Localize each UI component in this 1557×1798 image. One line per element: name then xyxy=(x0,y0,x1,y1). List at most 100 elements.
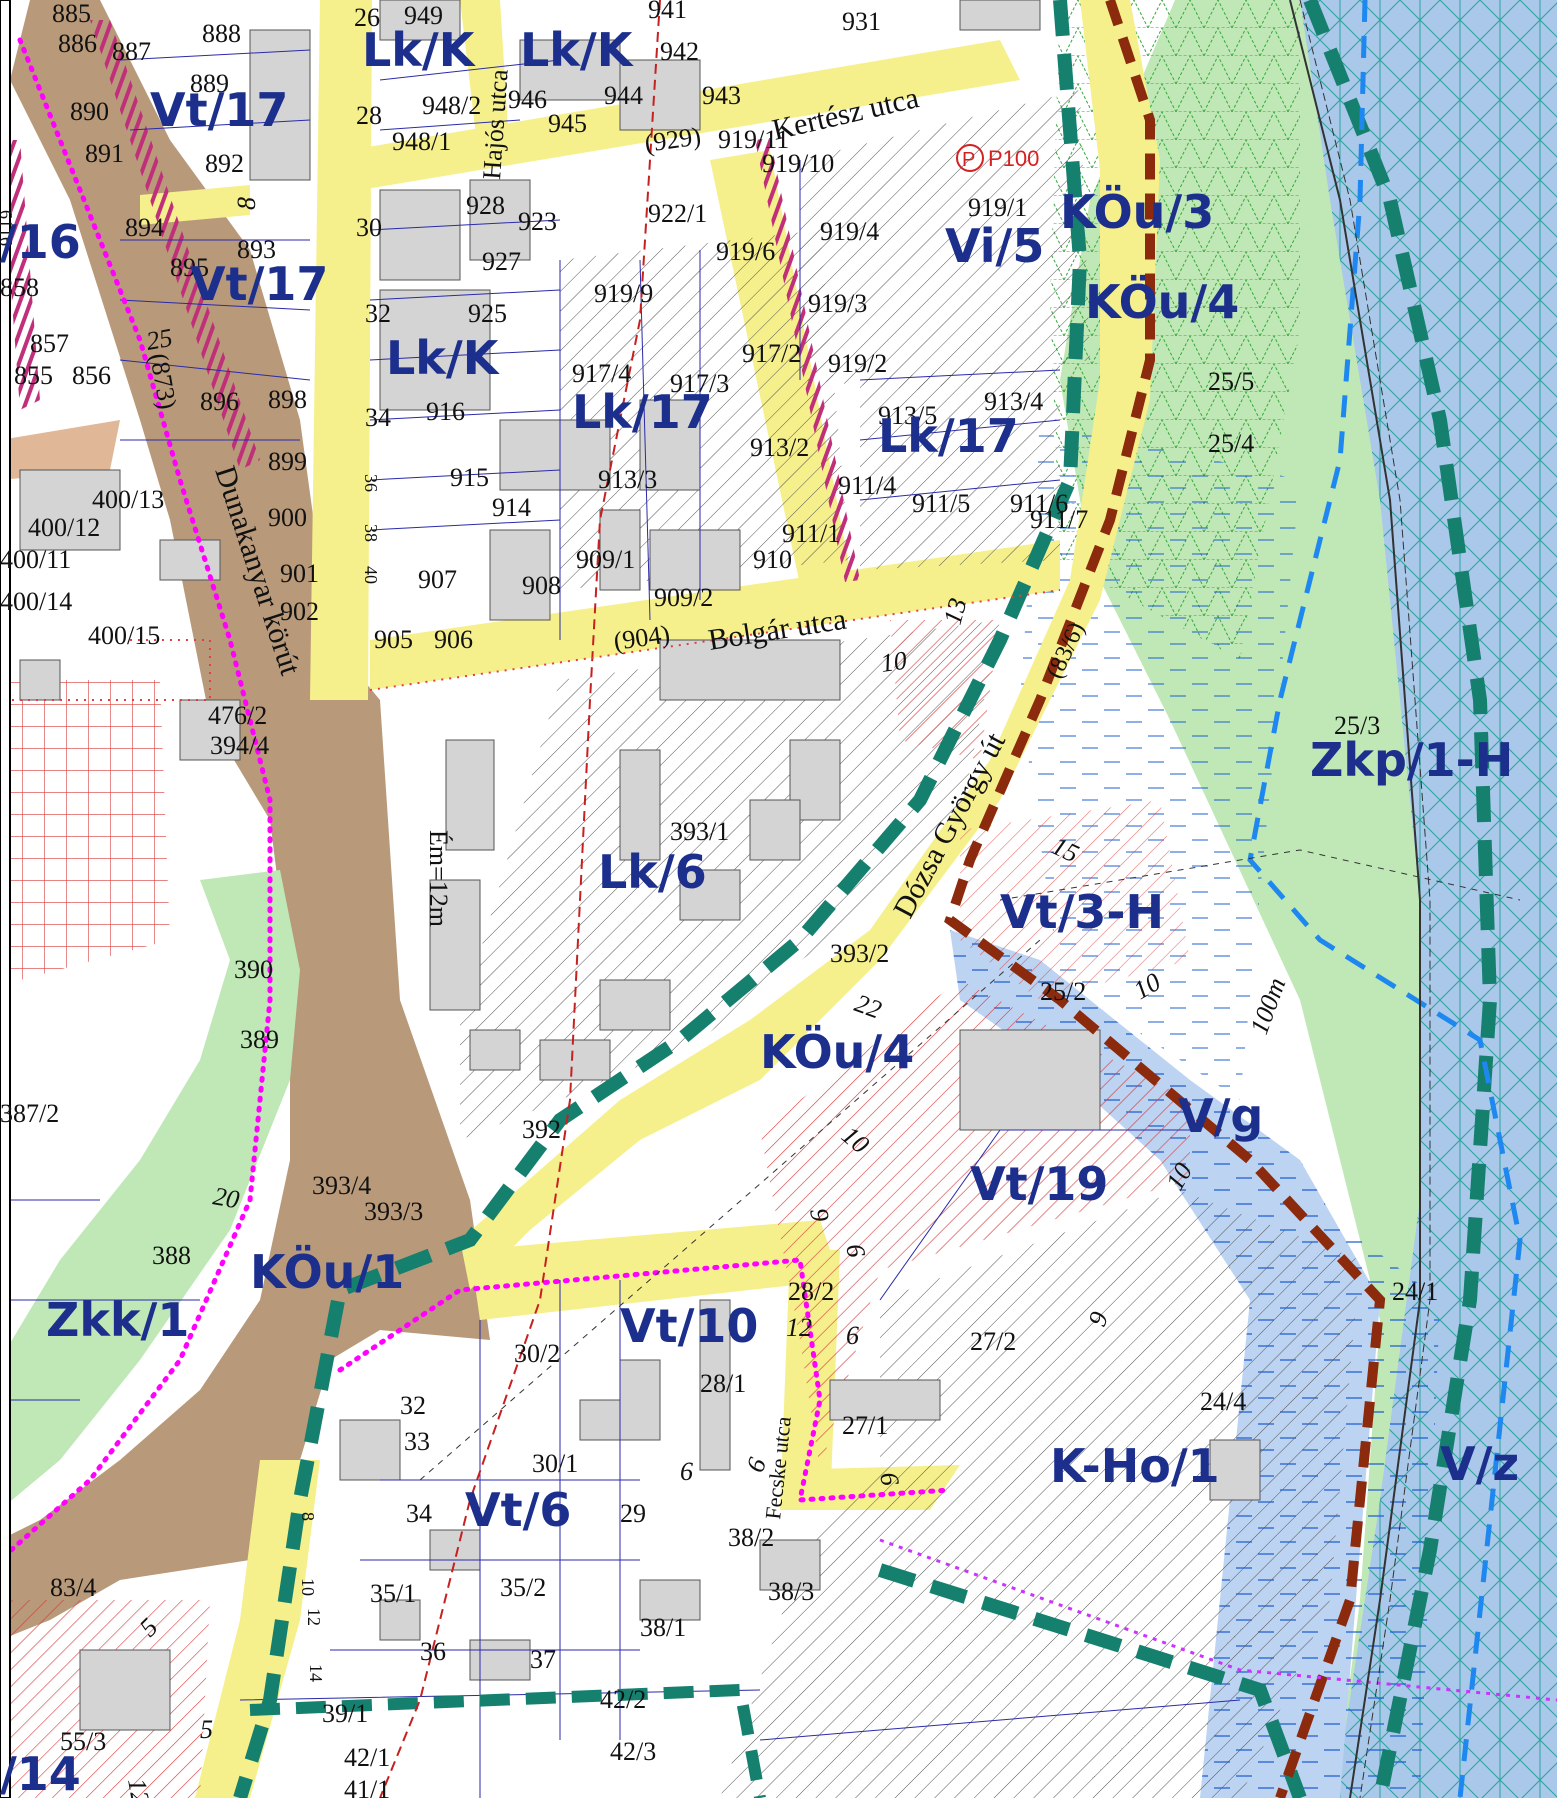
parcel-number: 909/2 xyxy=(654,583,713,612)
parcel-number: 919/4 xyxy=(820,217,879,246)
parcel-number: 923 xyxy=(518,207,557,236)
parcel-number: 16 xyxy=(0,228,16,246)
buildings xyxy=(19,0,1261,1731)
dimension-label: 6 xyxy=(680,1457,693,1486)
dimension-label: 8 xyxy=(232,197,261,210)
parcel-number: 911/5 xyxy=(912,489,970,518)
green-dashed-boundary-south xyxy=(877,1563,1307,1798)
parcel-number: 948/1 xyxy=(392,127,451,156)
hatch-vt3h xyxy=(960,800,1190,1000)
zone-label: K-Ho/1 xyxy=(1050,1439,1220,1493)
parcel-number: 908 xyxy=(522,571,561,600)
parcel-number: 32 xyxy=(400,1391,426,1420)
parcel-number: 38/3 xyxy=(768,1577,814,1606)
parcel-number: 10 xyxy=(298,1578,318,1596)
red-circle-line xyxy=(0,589,1061,701)
parcel-number: 910 xyxy=(753,545,792,574)
parcel-number: 943 xyxy=(702,81,741,110)
parcel-number: 393/2 xyxy=(830,939,889,968)
parcel-number: 36 xyxy=(361,474,381,492)
street-label: Ém=12m xyxy=(424,830,453,927)
hatch-red-small xyxy=(890,620,1000,760)
zone-label: Lk/K xyxy=(520,23,635,77)
parcel-number: 855 xyxy=(14,361,53,390)
dimension-label: 5 xyxy=(200,1715,213,1744)
parcel-lines xyxy=(0,49,1241,1798)
parcel-number: 913/3 xyxy=(598,465,657,494)
parcel-number: 944 xyxy=(604,81,643,110)
parcel-number: 393/1 xyxy=(670,817,729,846)
parking-poi[interactable]: P P100 xyxy=(956,144,1039,172)
blue-dashed-boundary xyxy=(1247,0,1523,1798)
parcel-number: 61 xyxy=(0,210,16,228)
dimension-label: 12 xyxy=(122,1776,155,1798)
zone-label: KÖu/4 xyxy=(1085,275,1239,329)
hatch-kho1 xyxy=(720,1190,1360,1798)
zone-label: V/z xyxy=(1440,1437,1519,1491)
greenway-strip xyxy=(0,870,300,1510)
parcel-number: 911/4 xyxy=(838,471,896,500)
parcel-number: 26 xyxy=(354,3,380,32)
parcel-number: 858 xyxy=(0,273,39,302)
magenta-dotted-boundary-2 xyxy=(337,1257,953,1503)
parcel-number: 389 xyxy=(240,1025,279,1054)
green-dashed-boundary-east xyxy=(1303,0,1498,1798)
parcel-number: 83/4 xyxy=(50,1573,96,1602)
parcel-number: 33 xyxy=(404,1427,430,1456)
magenta-dotted-boundary xyxy=(0,37,273,1563)
parcel-number: 25/4 xyxy=(1208,429,1254,458)
parcel-number: 476/2 xyxy=(208,701,267,730)
parcel-number: 30/2 xyxy=(514,1339,560,1368)
parcel-number: 891 xyxy=(85,139,124,168)
parcel-number: 400/13 xyxy=(92,485,164,514)
parcel-number: 919/10 xyxy=(762,149,834,178)
parcel-number: 945 xyxy=(548,109,587,138)
green-dashed-boundary-sw xyxy=(249,1683,766,1798)
parcel-number: 898 xyxy=(268,385,307,414)
comb-2 xyxy=(755,138,860,582)
parcel-number: 34 xyxy=(406,1499,432,1528)
dimension-label: 6 xyxy=(874,1470,905,1488)
parcel-number: 28 xyxy=(356,101,382,130)
parcel-number: 40 xyxy=(361,566,381,584)
parcel-number: 38 xyxy=(361,524,381,542)
parcel-number: 917/4 xyxy=(572,359,631,388)
comb-1 xyxy=(90,20,260,470)
parcel-number: 948/2 xyxy=(422,91,481,120)
parcel-number: 915 xyxy=(450,463,489,492)
parcel-number: 41/1 xyxy=(344,1775,390,1798)
parcel-number: 400/15 xyxy=(88,621,160,650)
parcel-number: 941 xyxy=(648,0,687,24)
parcel-number: 390 xyxy=(234,955,273,984)
zone-label: Vt/19 xyxy=(970,1157,1108,1211)
parcel-number: 914 xyxy=(492,493,531,522)
parcel-number: 35/1 xyxy=(370,1579,416,1608)
parcel-number: 917/3 xyxy=(670,369,729,398)
parcel-number: 30 xyxy=(356,213,382,242)
river-bank-2 xyxy=(1299,0,1431,1798)
parcel-number: 393/3 xyxy=(364,1197,423,1226)
parcel-number: 886 xyxy=(58,29,97,58)
parcel-number: 393/4 xyxy=(312,1171,371,1200)
dimension-label: 10 xyxy=(879,646,909,678)
hatch-lk17 xyxy=(560,230,850,590)
parcel-number: 919/2 xyxy=(828,349,887,378)
side-road xyxy=(0,420,120,480)
parcel-number: 917/2 xyxy=(742,339,801,368)
parcel-number: 901 xyxy=(280,559,319,588)
river-bank xyxy=(1289,0,1421,1798)
parcel-number: 34 xyxy=(365,403,391,432)
parcel-number: 919/11 xyxy=(718,125,789,154)
parcel-number: 946 xyxy=(508,85,547,114)
parcel-number: 400/11 xyxy=(0,545,71,574)
parcel-number: 913/2 xyxy=(750,433,809,462)
parcel-number: 42/2 xyxy=(600,1685,646,1714)
hajos-road xyxy=(460,0,510,170)
zone-label: Lk/K xyxy=(362,23,477,77)
parcel-number: 911/7 xyxy=(1030,505,1088,534)
zone-label: Vt/3-H xyxy=(1000,885,1164,939)
dimension-label: 6 xyxy=(846,1321,859,1350)
